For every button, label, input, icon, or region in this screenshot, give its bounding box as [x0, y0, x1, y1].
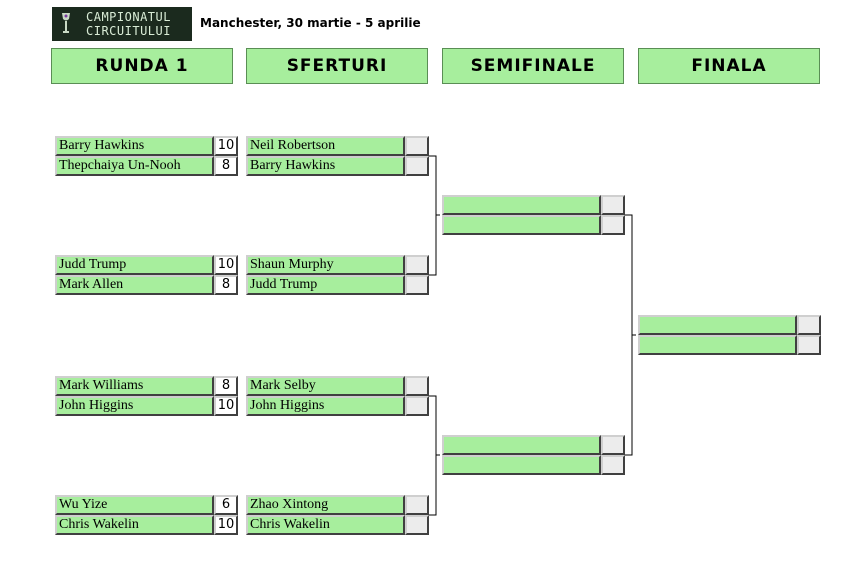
player-name: John Higgins [246, 396, 405, 416]
player-score: 10 [214, 255, 238, 275]
player-name [442, 435, 601, 455]
player-name: Mark Selby [246, 376, 405, 396]
player-score: 8 [214, 156, 238, 176]
player-score [601, 195, 625, 215]
player-score [797, 315, 821, 335]
player-name: Barry Hawkins [246, 156, 405, 176]
player-name: Shaun Murphy [246, 255, 405, 275]
logo-line-1: CAMPIONATUL [86, 10, 171, 24]
player-score: 8 [214, 376, 238, 396]
player-name: Mark Allen [55, 275, 214, 295]
player-name: Judd Trump [246, 275, 405, 295]
connector-sf-1-2 [625, 214, 633, 456]
connector-qf-1-2 [429, 155, 437, 276]
player-score: 8 [214, 275, 238, 295]
round-header-final: FINALA [638, 48, 820, 84]
player-name: Thepchaiya Un-Nooh [55, 156, 214, 176]
player-score [601, 455, 625, 475]
player-score: 6 [214, 495, 238, 515]
event-location-dates: Manchester, 30 martie - 5 aprilie [200, 16, 421, 30]
player-name: Judd Trump [55, 255, 214, 275]
round-header-round1: RUNDA 1 [51, 48, 233, 84]
player-name: Mark Williams [55, 376, 214, 396]
round-header-quarterfinals: SFERTURI [246, 48, 428, 84]
player-name: Wu Yize [55, 495, 214, 515]
trophy-icon [62, 13, 70, 33]
player-score [601, 435, 625, 455]
player-score: 10 [214, 396, 238, 416]
round-header-semifinals: SEMIFINALE [442, 48, 624, 84]
player-score [405, 275, 429, 295]
player-name: Barry Hawkins [55, 136, 214, 156]
connector-qf-3-4 [429, 395, 437, 516]
player-name: Chris Wakelin [246, 515, 405, 535]
player-name: Zhao Xintong [246, 495, 405, 515]
player-score [405, 156, 429, 176]
player-name [638, 335, 797, 355]
player-score [797, 335, 821, 355]
tournament-logo: CAMPIONATUL CIRCUITULUI [52, 7, 192, 41]
player-name: Chris Wakelin [55, 515, 214, 535]
player-score [405, 255, 429, 275]
player-score: 10 [214, 515, 238, 535]
player-name [638, 315, 797, 335]
player-name [442, 195, 601, 215]
player-score [601, 215, 625, 235]
player-name [442, 455, 601, 475]
player-score: 10 [214, 136, 238, 156]
player-score [405, 495, 429, 515]
player-score [405, 136, 429, 156]
player-name [442, 215, 601, 235]
player-score [405, 515, 429, 535]
player-score [405, 376, 429, 396]
player-name: John Higgins [55, 396, 214, 416]
player-score [405, 396, 429, 416]
logo-line-2: CIRCUITULUI [86, 24, 171, 38]
player-name: Neil Robertson [246, 136, 405, 156]
